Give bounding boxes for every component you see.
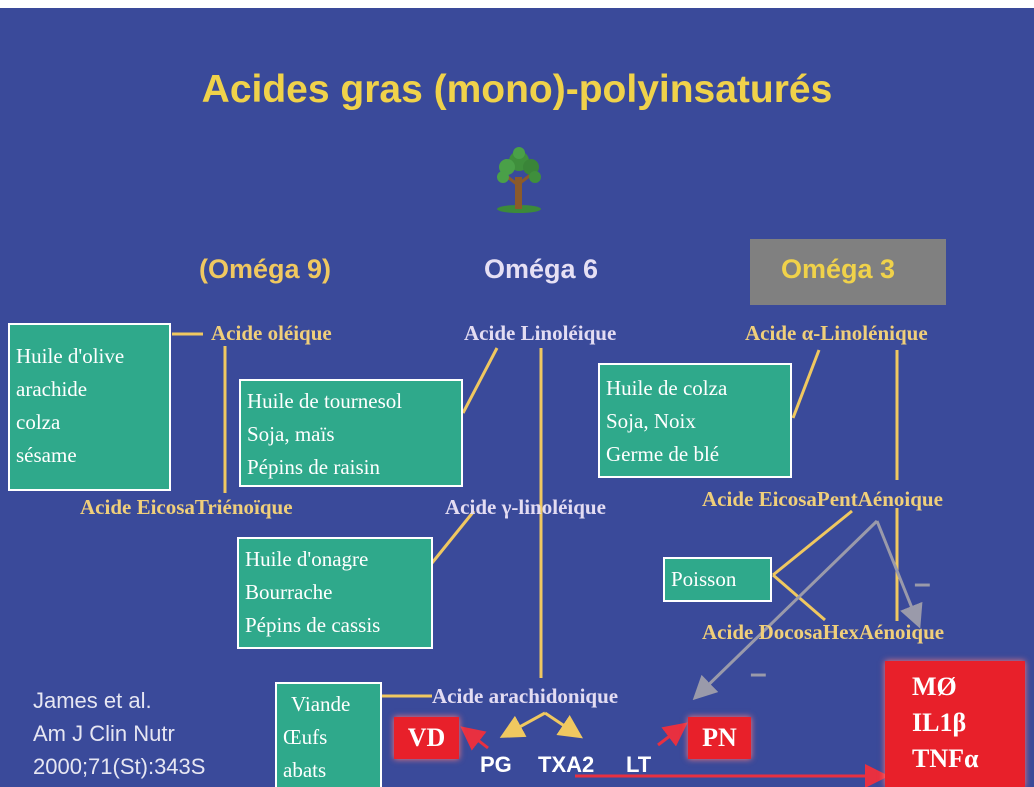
arachidonique-sources-box: Viande Œufs abats: [275, 682, 382, 787]
list-item: colza: [16, 410, 61, 434]
inhibition-arrows: [692, 519, 923, 701]
list-item: Soja, Noix: [606, 409, 696, 433]
alpha-sources-box: Huile de colza Soja, Noix Germe de blé: [598, 363, 792, 478]
mediator-txa2: TXA2: [538, 752, 595, 777]
pn-label: PN: [702, 723, 737, 752]
list-item: Pépins de raisin: [247, 455, 380, 479]
list-item: TNFα: [912, 744, 979, 773]
list-item: Huile de tournesol: [247, 389, 403, 413]
list-item: Soja, maïs: [247, 422, 335, 446]
mediator-pg: PG: [480, 752, 512, 777]
minus-sign-lower: –: [750, 657, 767, 690]
gamma-sources-box: Huile d'onagre Bourrache Pépins de cassi…: [237, 537, 433, 649]
omega9-sources-box: Huile d'olive arachide colza sésame: [8, 323, 171, 491]
citation-journal: Am J Clin Nutr: [33, 721, 175, 746]
list-item: sésame: [16, 443, 77, 467]
mediator-lt: LT: [626, 752, 652, 777]
citation-authors: James et al.: [33, 688, 152, 713]
yellow-connectors: [172, 332, 899, 739]
vd-box: VD: [394, 717, 459, 759]
acid-arachidonique: Acide arachidonique: [432, 684, 619, 708]
citation: James et al. Am J Clin Nutr 2000;71(St):…: [33, 684, 205, 783]
heading-omega9: (Oméga 9): [199, 254, 332, 284]
acid-docosahexaenoique: Acide DocosaHexAénoique: [702, 620, 945, 644]
poisson-label: Poisson: [671, 567, 737, 591]
connector-lines: [172, 332, 923, 787]
red-arrows: [460, 722, 889, 787]
list-item: abats: [283, 758, 327, 782]
acid-gamma-linoleique: Acide γ-linoléique: [445, 495, 606, 519]
list-item: Germe de blé: [606, 442, 720, 466]
acid-alpha-linolenique: Acide α-Linolénique: [745, 321, 928, 345]
slide-title: Acides gras (mono)-polyinsaturés: [201, 68, 833, 111]
list-item: Viande: [291, 692, 351, 716]
list-item: IL1β: [912, 708, 967, 737]
heading-omega6: Oméga 6: [484, 254, 599, 284]
acid-linoleique: Acide Linoléique: [464, 321, 617, 345]
list-item: arachide: [16, 377, 88, 401]
list-item: Pépins de cassis: [245, 613, 381, 637]
acid-eicosapentaenoique: Acide EicosaPentAénoique: [702, 487, 943, 511]
vd-label: VD: [407, 723, 446, 752]
acid-eicosatrienoique: Acide EicosaTriénoïque: [80, 495, 293, 519]
linoleique-sources-box: Huile de tournesol Soja, maïs Pépins de …: [239, 379, 463, 487]
slide: Acides gras (mono)-polyinsaturés (Oméga …: [0, 8, 1034, 787]
heading-omega3: Oméga 3: [781, 254, 896, 284]
citation-reference: 2000;71(St):343S: [33, 754, 206, 779]
minus-sign-upper: –: [914, 567, 931, 600]
tree-icon: [497, 147, 541, 213]
omega3-heading-box: Oméga 3: [750, 239, 946, 305]
list-item: Huile d'onagre: [245, 547, 369, 571]
poisson-box: Poisson: [663, 557, 772, 602]
cytokines-box: MØ IL1β TNFα: [885, 661, 1025, 787]
list-item: MØ: [912, 672, 957, 701]
list-item: Huile de colza: [606, 376, 728, 400]
list-item: Œufs: [283, 725, 328, 749]
list-item: Bourrache: [245, 580, 333, 604]
acid-oleique: Acide oléique: [211, 321, 332, 345]
pn-box: PN: [688, 717, 751, 759]
list-item: Huile d'olive: [16, 344, 125, 368]
